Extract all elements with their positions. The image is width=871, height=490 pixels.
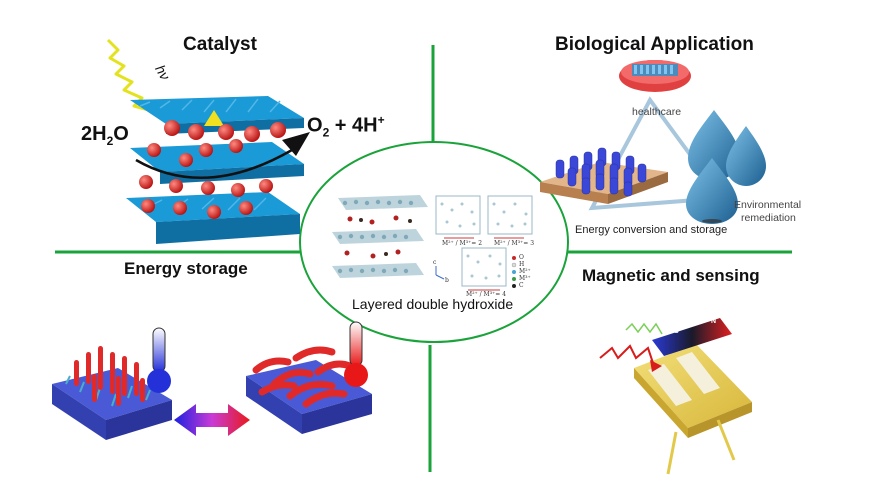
catalyst-sheet-top xyxy=(130,96,304,124)
reactant-formula: 2H2O xyxy=(81,123,129,148)
axis-c-label: c xyxy=(433,259,437,266)
ldh-structure-grids xyxy=(435,195,533,291)
reaction-arrowhead xyxy=(282,132,310,156)
legend-h: H xyxy=(519,261,525,268)
ldh-layers xyxy=(332,195,428,278)
magnet-icon xyxy=(652,318,732,356)
storage-fibers-right xyxy=(252,346,354,408)
magnetic-title: Magnetic and sensing xyxy=(582,266,760,285)
water-drop-icons xyxy=(686,110,766,224)
environmental-label-1: Environmental xyxy=(734,199,802,211)
axis-b-label: b xyxy=(445,277,449,284)
ratio-label-2: M²⁺ / M³⁺= 2 xyxy=(442,240,483,247)
center-label: Layered double hydroxide xyxy=(352,296,514,312)
sensor-leg-1 xyxy=(666,431,678,475)
ratio-label-4: M²⁺ / M³⁺= 4 xyxy=(466,291,507,298)
signal-zigzag-green xyxy=(625,322,663,335)
transition-arrow xyxy=(174,404,250,436)
magnetic-illustration xyxy=(599,318,752,475)
bio-triangle xyxy=(588,96,726,211)
magnet-s-label: S xyxy=(674,328,679,335)
thermometer-hot-icon xyxy=(349,321,363,367)
energy-cylinders xyxy=(555,147,647,197)
energy-storage-illustration xyxy=(52,321,372,440)
storage-pad-left xyxy=(52,368,172,420)
magnet-n-label: N xyxy=(711,318,717,325)
legend-m3: M³⁺ xyxy=(519,275,531,282)
environmental-label-2: remediation xyxy=(741,212,796,224)
thermometer-cold-icon xyxy=(152,327,166,373)
biological-title: Biological Application xyxy=(555,34,754,55)
center-circle xyxy=(299,141,569,343)
legend-m2: M²⁺ xyxy=(519,268,531,275)
storage-fibers-left xyxy=(74,346,145,406)
reaction-arc xyxy=(135,148,293,180)
catalyst-illustration xyxy=(106,38,310,244)
healthcare-label: healthcare xyxy=(632,106,682,118)
energy-storage-title: Energy storage xyxy=(124,259,248,278)
light-spot xyxy=(204,110,224,126)
biological-illustration xyxy=(540,60,766,224)
legend-o: O xyxy=(519,254,524,261)
ratio-label-3: M²⁺ / M³⁺= 3 xyxy=(494,240,535,247)
catalyst-title: Catalyst xyxy=(183,34,257,55)
sensor-leg-2 xyxy=(716,419,736,461)
light-wave-icon xyxy=(106,38,175,114)
signal-zigzag-red xyxy=(599,344,655,367)
ldh-structure xyxy=(299,141,569,343)
quadrant-dividers xyxy=(55,45,792,472)
product-formula: O2 + 4H+ xyxy=(307,113,385,140)
energy-conversion-label: Energy conversion and storage xyxy=(575,224,728,236)
catalyst-spheres xyxy=(139,120,286,219)
legend-c: C xyxy=(519,282,524,289)
